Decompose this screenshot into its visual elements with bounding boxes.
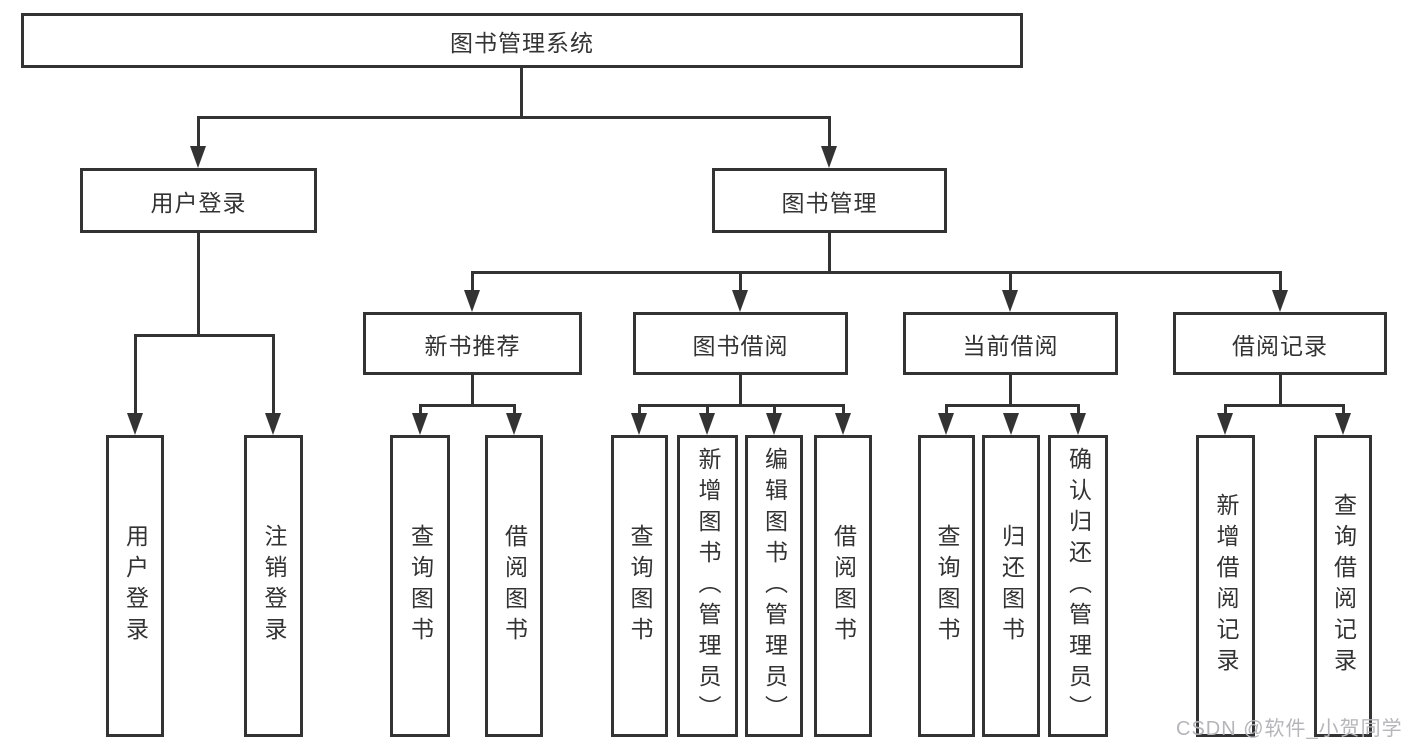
node-label: 确认归还（管理员） <box>1065 446 1092 726</box>
arrow-down-icon <box>766 413 782 435</box>
connector-vline <box>134 334 137 415</box>
leaf-add-borrow-record: 新增借阅记录 <box>1196 435 1255 737</box>
arrow-down-icon <box>127 413 143 435</box>
connector-vline <box>945 404 948 415</box>
connector-vline <box>828 116 831 148</box>
arrow-down-icon <box>464 290 480 312</box>
leaf-query-borrow-record: 查询借阅记录 <box>1314 435 1372 737</box>
node-label: 图书借阅 <box>692 332 789 359</box>
arrow-down-icon <box>1217 413 1233 435</box>
node-book-borrow: 图书借阅 <box>633 312 848 375</box>
node-root: 图书管理系统 <box>21 13 1023 68</box>
node-label: 查询图书 <box>627 524 653 648</box>
leaf-borrow-books-1: 借阅图书 <box>485 435 543 737</box>
leaf-borrow-books-2: 借阅图书 <box>814 435 872 737</box>
connector-vline <box>828 233 831 274</box>
node-label: 新增借阅记录 <box>1213 493 1239 679</box>
node-borrow-record: 借阅记录 <box>1173 312 1387 375</box>
node-label: 借阅图书 <box>501 524 528 648</box>
arrow-down-icon <box>1335 413 1351 435</box>
csdn-watermark: CSDN @软件_小贺同学 <box>1176 718 1403 740</box>
arrow-down-icon <box>190 146 206 168</box>
node-label: 图书管理系统 <box>450 29 594 56</box>
node-label: 新增图书（管理员） <box>695 446 721 726</box>
arrow-down-icon <box>412 413 428 435</box>
leaf-user-login: 用户登录 <box>106 435 164 737</box>
connector-vline <box>419 404 422 415</box>
node-label: 归还图书 <box>998 524 1025 648</box>
leaf-confirm-return-admin: 确认归还（管理员） <box>1048 435 1108 737</box>
leaf-logout: 注销登录 <box>244 435 303 737</box>
connector-vline <box>1279 271 1282 292</box>
leaf-query-books-1: 查询图书 <box>390 435 450 737</box>
leaf-query-books-2: 查询图书 <box>611 435 668 737</box>
connector-vline <box>1279 375 1282 407</box>
arrow-down-icon <box>1002 290 1018 312</box>
connector-vline <box>1224 404 1227 415</box>
connector-vline <box>773 404 776 415</box>
connector-vline <box>1009 271 1012 292</box>
arrow-down-icon <box>732 290 748 312</box>
arrow-down-icon <box>1070 413 1086 435</box>
arrow-down-icon <box>821 146 837 168</box>
node-label: 图书管理 <box>781 189 878 216</box>
connector-hline <box>197 116 831 119</box>
node-label: 当前借阅 <box>962 332 1059 359</box>
connector-vline <box>638 404 641 415</box>
node-label: 查询借阅记录 <box>1330 493 1357 679</box>
node-label: 查询图书 <box>934 524 960 648</box>
connector-vline <box>842 404 845 415</box>
arrow-down-icon <box>631 413 647 435</box>
arrow-down-icon <box>265 413 281 435</box>
connector-vline <box>197 233 200 337</box>
connector-vline <box>739 375 742 407</box>
connector-vline <box>471 375 474 407</box>
node-label: 查询图书 <box>407 524 434 648</box>
leaf-add-books-admin: 新增图书（管理员） <box>677 435 738 737</box>
node-label: 借阅记录 <box>1232 332 1328 359</box>
node-label: 编辑图书（管理员） <box>761 446 788 726</box>
connector-vline <box>520 68 523 119</box>
connector-vline <box>706 404 709 415</box>
arrow-down-icon <box>506 413 522 435</box>
connector-vline <box>1342 404 1345 415</box>
connector-hline <box>471 271 1282 274</box>
connector-vline <box>1009 375 1012 407</box>
node-label: 用户登录 <box>122 524 149 648</box>
connector-vline <box>739 271 742 292</box>
connector-vline <box>272 334 275 415</box>
node-current-borrow: 当前借阅 <box>903 312 1118 375</box>
connector-hline <box>638 404 845 407</box>
leaf-query-books-3: 查询图书 <box>918 435 975 737</box>
arrow-down-icon <box>835 413 851 435</box>
node-new-book-recommend: 新书推荐 <box>363 312 582 375</box>
connector-hline <box>419 404 516 407</box>
node-label: 注销登录 <box>261 524 287 648</box>
connector-vline <box>197 116 200 148</box>
connector-hline <box>945 404 1080 407</box>
node-label: 新书推荐 <box>424 332 521 359</box>
node-label: 借阅图书 <box>830 524 857 648</box>
connector-hline <box>1224 404 1345 407</box>
node-book-management: 图书管理 <box>712 168 947 233</box>
connector-vline <box>1077 404 1080 415</box>
node-user-login: 用户登录 <box>80 168 317 233</box>
connector-vline <box>513 404 516 415</box>
arrow-down-icon <box>1003 413 1019 435</box>
connector-vline <box>471 271 474 292</box>
arrow-down-icon <box>938 413 954 435</box>
arrow-down-icon <box>699 413 715 435</box>
connector-hline <box>134 334 275 337</box>
arrow-down-icon <box>1272 290 1288 312</box>
leaf-return-books: 归还图书 <box>982 435 1040 737</box>
leaf-edit-books-admin: 编辑图书（管理员） <box>745 435 803 737</box>
node-label: 用户登录 <box>150 189 247 216</box>
